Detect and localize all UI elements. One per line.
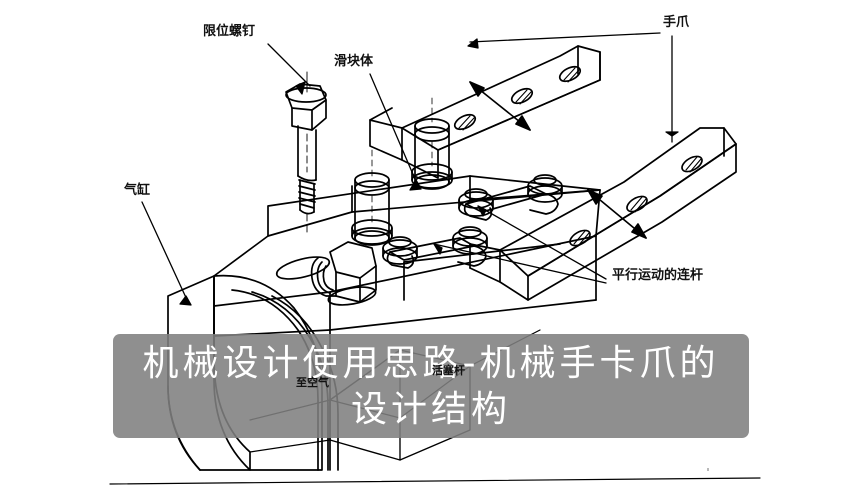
annotation-limit-screw: 限位螺钉 [203, 24, 256, 39]
leader-link-a [477, 205, 607, 280]
leader-lines [141, 32, 679, 306]
ground-line [109, 477, 761, 485]
annotation-cylinder: 气缸 [124, 183, 151, 198]
leader-cylinder [141, 201, 189, 303]
annotation-parallel-link: 平行运动的连杆 [612, 268, 704, 283]
title-line-2: 设计结构 [350, 389, 511, 430]
title-overlay-banner: 机械设计使用思路-机械手卡爪的 设计结构 [113, 334, 749, 438]
hex-nut [310, 241, 377, 303]
leader-slider-body [369, 73, 419, 187]
annotation-to-air: 至空气 [296, 376, 329, 389]
limit-screw-part [285, 71, 327, 233]
leader-link-b [433, 243, 607, 284]
annotation-gripper-claw: 手爪 [663, 15, 690, 30]
annotation-slider-body: 滑块体 [334, 54, 374, 69]
gripper-claw-upper [369, 45, 601, 179]
annotation-piston-rod: 活塞杆 [432, 364, 465, 377]
image-speck [707, 468, 709, 471]
linkage-upper [458, 174, 563, 221]
gripper-claw-lower [469, 127, 737, 301]
leader-claw-a [469, 32, 661, 43]
leader-limit-screw [267, 43, 311, 87]
guide-post-left [351, 149, 393, 246]
title-line-1: 机械设计使用思路-机械手卡爪的 [142, 343, 720, 384]
